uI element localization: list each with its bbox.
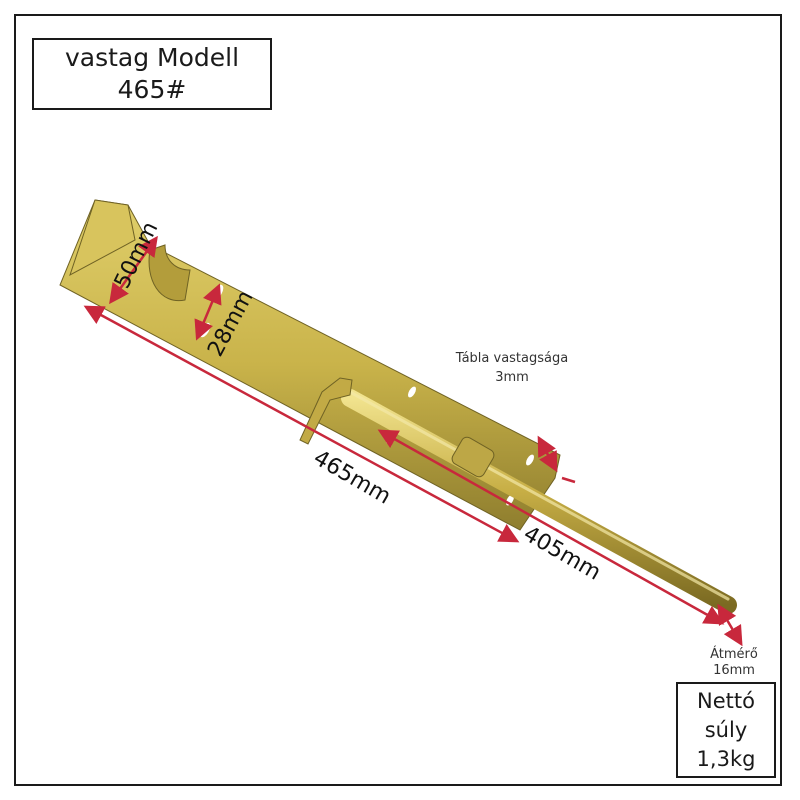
net-weight-label-line2: súly bbox=[704, 717, 748, 742]
model-title: vastag Modell bbox=[64, 43, 240, 72]
diameter-label-line1: Átmérő bbox=[710, 646, 758, 662]
plate-thickness-label-line2: 3mm bbox=[495, 370, 529, 385]
net-weight-box: Nettó súly 1,3kg bbox=[676, 682, 776, 778]
dimension-arrows bbox=[83, 235, 743, 647]
outer-frame bbox=[14, 14, 782, 786]
diameter-label-line2: 16mm bbox=[713, 663, 755, 678]
model-title-box: vastag Modell 465# bbox=[32, 38, 272, 110]
plate-thickness-label-line1: Tábla vastagsága bbox=[455, 351, 568, 366]
net-weight-label-line1: Nettó bbox=[697, 688, 755, 713]
net-weight-value: 1,3kg bbox=[696, 746, 756, 771]
model-number: 465# bbox=[117, 75, 187, 104]
